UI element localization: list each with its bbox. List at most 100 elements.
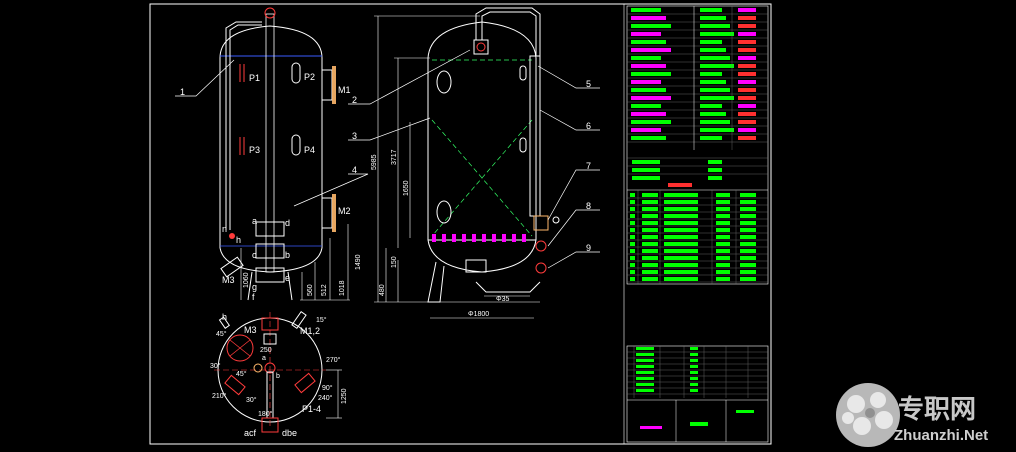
spec-table-cell-bar xyxy=(631,8,661,12)
nozzle-table-cell-bar xyxy=(642,249,658,253)
nozzle-table-cell-bar xyxy=(740,242,756,246)
spec-table-cell-bar xyxy=(738,16,756,20)
nozzle-table-cell-bar xyxy=(642,193,658,197)
nozzle-table-cell-bar xyxy=(642,263,658,267)
dim-1490: 1490 xyxy=(355,254,362,270)
parts-table-cell-bar xyxy=(636,347,654,350)
mid-table-cell-bar xyxy=(632,160,660,164)
watermark-logo xyxy=(836,383,900,447)
spec-table-cell-bar xyxy=(631,96,671,100)
plan-angle-1: 45° xyxy=(216,330,227,338)
spec-table-cell-bar xyxy=(631,56,661,60)
spec-table-cell-bar xyxy=(631,72,671,76)
spec-table-cell-bar xyxy=(631,112,666,116)
nozzle-table-cell-bar xyxy=(716,256,730,260)
nozzle-table-cell-bar xyxy=(642,214,658,218)
spec-table-border xyxy=(626,5,769,285)
dim-phi1800: Φ1800 xyxy=(468,311,489,318)
spec-table-cell-bar xyxy=(631,120,671,124)
spec-table-cell-bar xyxy=(738,24,756,28)
plan-angle-10: 240° xyxy=(318,394,333,402)
nozzle-table-cell-bar xyxy=(664,228,698,232)
spec-table-cell-bar xyxy=(738,48,756,52)
label-p3: P3 xyxy=(249,145,260,155)
plan-angle-3: 15° xyxy=(316,316,327,324)
plan-label-m3: M3 xyxy=(244,325,257,335)
parts-table-cell-bar xyxy=(690,365,698,368)
spec-table-cell-bar xyxy=(700,72,722,76)
distributor-nozzles xyxy=(432,234,526,242)
nozzle-table-cell-bar xyxy=(716,263,730,267)
dim-560: 560 xyxy=(307,284,314,296)
nozzle-table-cell-bar xyxy=(642,270,658,274)
parts-table-cell-bar xyxy=(636,371,654,374)
nozzle-table-cell-bar xyxy=(664,193,698,197)
spec-table-cell-bar xyxy=(738,120,756,124)
label-a: a xyxy=(252,216,257,226)
label-e: e xyxy=(285,273,290,283)
nozzle-table-cell-bar xyxy=(716,228,730,232)
spec-table-cell-bar xyxy=(738,72,756,76)
nozzle-table-cell-bar xyxy=(630,193,635,197)
spec-table-cell-bar xyxy=(700,120,730,124)
spec-table-cell-bar xyxy=(631,32,661,36)
nozzle-table-cell-bar xyxy=(664,214,698,218)
plan-dim-250: 250 xyxy=(260,347,272,354)
dim-3717: 3717 xyxy=(391,149,398,165)
plan-label-b: b xyxy=(276,373,280,380)
label-p2: P2 xyxy=(304,72,315,82)
plan-angle-4: 270° xyxy=(326,356,341,364)
dim-512: 512 xyxy=(321,284,328,296)
nozzle-table-cell-bar xyxy=(740,277,756,281)
spec-table-cell-bar xyxy=(700,80,726,84)
callout-3: 3 xyxy=(352,131,357,141)
callout-4: 4 xyxy=(352,165,357,175)
spec-table-cell-bar xyxy=(631,48,671,52)
nozzle-table-cell-bar xyxy=(642,242,658,246)
mid-table-cell-bar xyxy=(708,160,722,164)
nozzle-table-cell-bar xyxy=(716,214,730,218)
spec-table-cell-bar xyxy=(631,40,666,44)
spec-table-cell-bar xyxy=(631,24,671,28)
spec-table-cell-bar xyxy=(738,8,756,12)
dim-phi35: Φ35 xyxy=(496,296,509,303)
nozzle-table-cell-bar xyxy=(664,277,698,281)
spec-table-cell-bar xyxy=(631,64,666,68)
nozzle-table-cell-bar xyxy=(642,221,658,225)
nozzle-table-cell-bar xyxy=(740,228,756,232)
spec-table-cell-bar xyxy=(631,104,661,108)
nozzle-table-cell-bar xyxy=(716,235,730,239)
nozzle-table-cell-bar xyxy=(642,200,658,204)
parts-table-cell-bar xyxy=(636,383,654,386)
dim-150: 150 xyxy=(391,256,398,268)
nozzle-table-cell-bar xyxy=(740,207,756,211)
nozzle-table-cell-bar xyxy=(630,256,635,260)
label-m2: M2 xyxy=(338,206,351,216)
plan-angle-5: 45° xyxy=(236,370,247,378)
left-view-labels: P1 P2 P3 P4 M1 M2 M3 n h a c d b e g f xyxy=(222,72,351,302)
plan-angle-6: 90° xyxy=(322,384,333,392)
label-p1: P1 xyxy=(249,73,260,83)
technical-tables xyxy=(626,5,769,443)
parts-table-cell-bar xyxy=(636,389,654,392)
nozzle-table-cell-bar xyxy=(630,221,635,225)
nozzle-table-cell-bar xyxy=(642,228,658,232)
spec-table-cell-bar xyxy=(738,96,756,100)
nozzle-table-cell-bar xyxy=(716,249,730,253)
center-vessel-section xyxy=(427,7,560,303)
spec-table-cell-bar xyxy=(738,104,756,108)
nozzle-table-cell-bar xyxy=(630,200,635,204)
parts-table-cell-bar xyxy=(636,377,654,380)
nozzle-table-cell-bar xyxy=(630,277,635,281)
nozzle-table-cell-bar xyxy=(664,270,698,274)
label-m3: M3 xyxy=(222,275,235,285)
parts-table-cell-bar xyxy=(690,359,698,362)
plan-angle-7: 30° xyxy=(246,396,257,404)
spec-table-cell-bar xyxy=(700,88,730,92)
plan-dim-1250: 1250 xyxy=(341,388,348,404)
spec-table-cell-bar xyxy=(631,16,666,20)
mid-table-cell-bar xyxy=(632,176,660,180)
parts-table-cell-bar xyxy=(636,353,654,356)
nozzle-table-cell-bar xyxy=(740,256,756,260)
